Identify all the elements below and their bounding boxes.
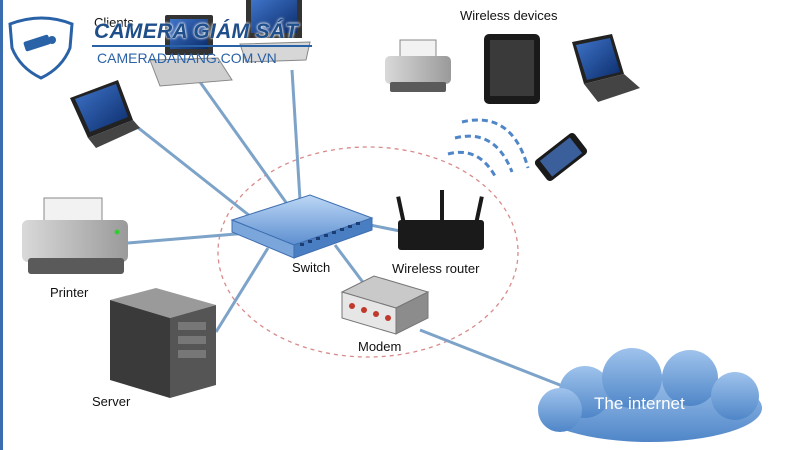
label-switch: Switch (292, 260, 331, 275)
brand-logo-icon (8, 16, 74, 80)
link-switch-monitor (290, 69, 302, 201)
link-modem-internet (419, 328, 566, 389)
label-wireless-router: Wireless router (392, 261, 480, 276)
label-server: Server (92, 394, 131, 409)
internet-cloud-icon (538, 348, 762, 442)
label-printer: Printer (50, 285, 89, 300)
link-switch-modem (333, 244, 367, 286)
wifi-signal-icon (447, 118, 530, 177)
network-links (121, 69, 566, 389)
client-laptop-icon (70, 80, 140, 148)
left-edge-bar (0, 0, 3, 450)
brand-subtitle: CAMERADANANG.COM.VN (97, 50, 277, 66)
label-wireless-devices: Wireless devices (460, 8, 558, 23)
link-switch-printer (127, 231, 249, 245)
link-switch-desktop (198, 81, 292, 209)
brand-title: CAMERA GIÁM SÁT (94, 20, 299, 43)
local-network-boundary (217, 146, 519, 358)
label-modem: Modem (358, 339, 402, 354)
server-icon (110, 288, 216, 398)
printer-icon (22, 197, 128, 274)
smartphone-icon (534, 132, 588, 182)
wireless-printer-icon (385, 39, 451, 92)
wireless-laptop-icon (572, 34, 640, 102)
label-clients: Clients (94, 15, 134, 30)
switch-icon (230, 194, 374, 259)
link-switch-laptop (121, 113, 256, 222)
client-monitor-icon (239, 0, 311, 63)
label-internet: The internet (594, 394, 685, 413)
brand-divider (92, 45, 312, 47)
tablet-icon (484, 34, 540, 104)
link-switch-server (214, 247, 270, 333)
modem-icon (340, 275, 430, 335)
wireless-router-icon (396, 190, 484, 250)
